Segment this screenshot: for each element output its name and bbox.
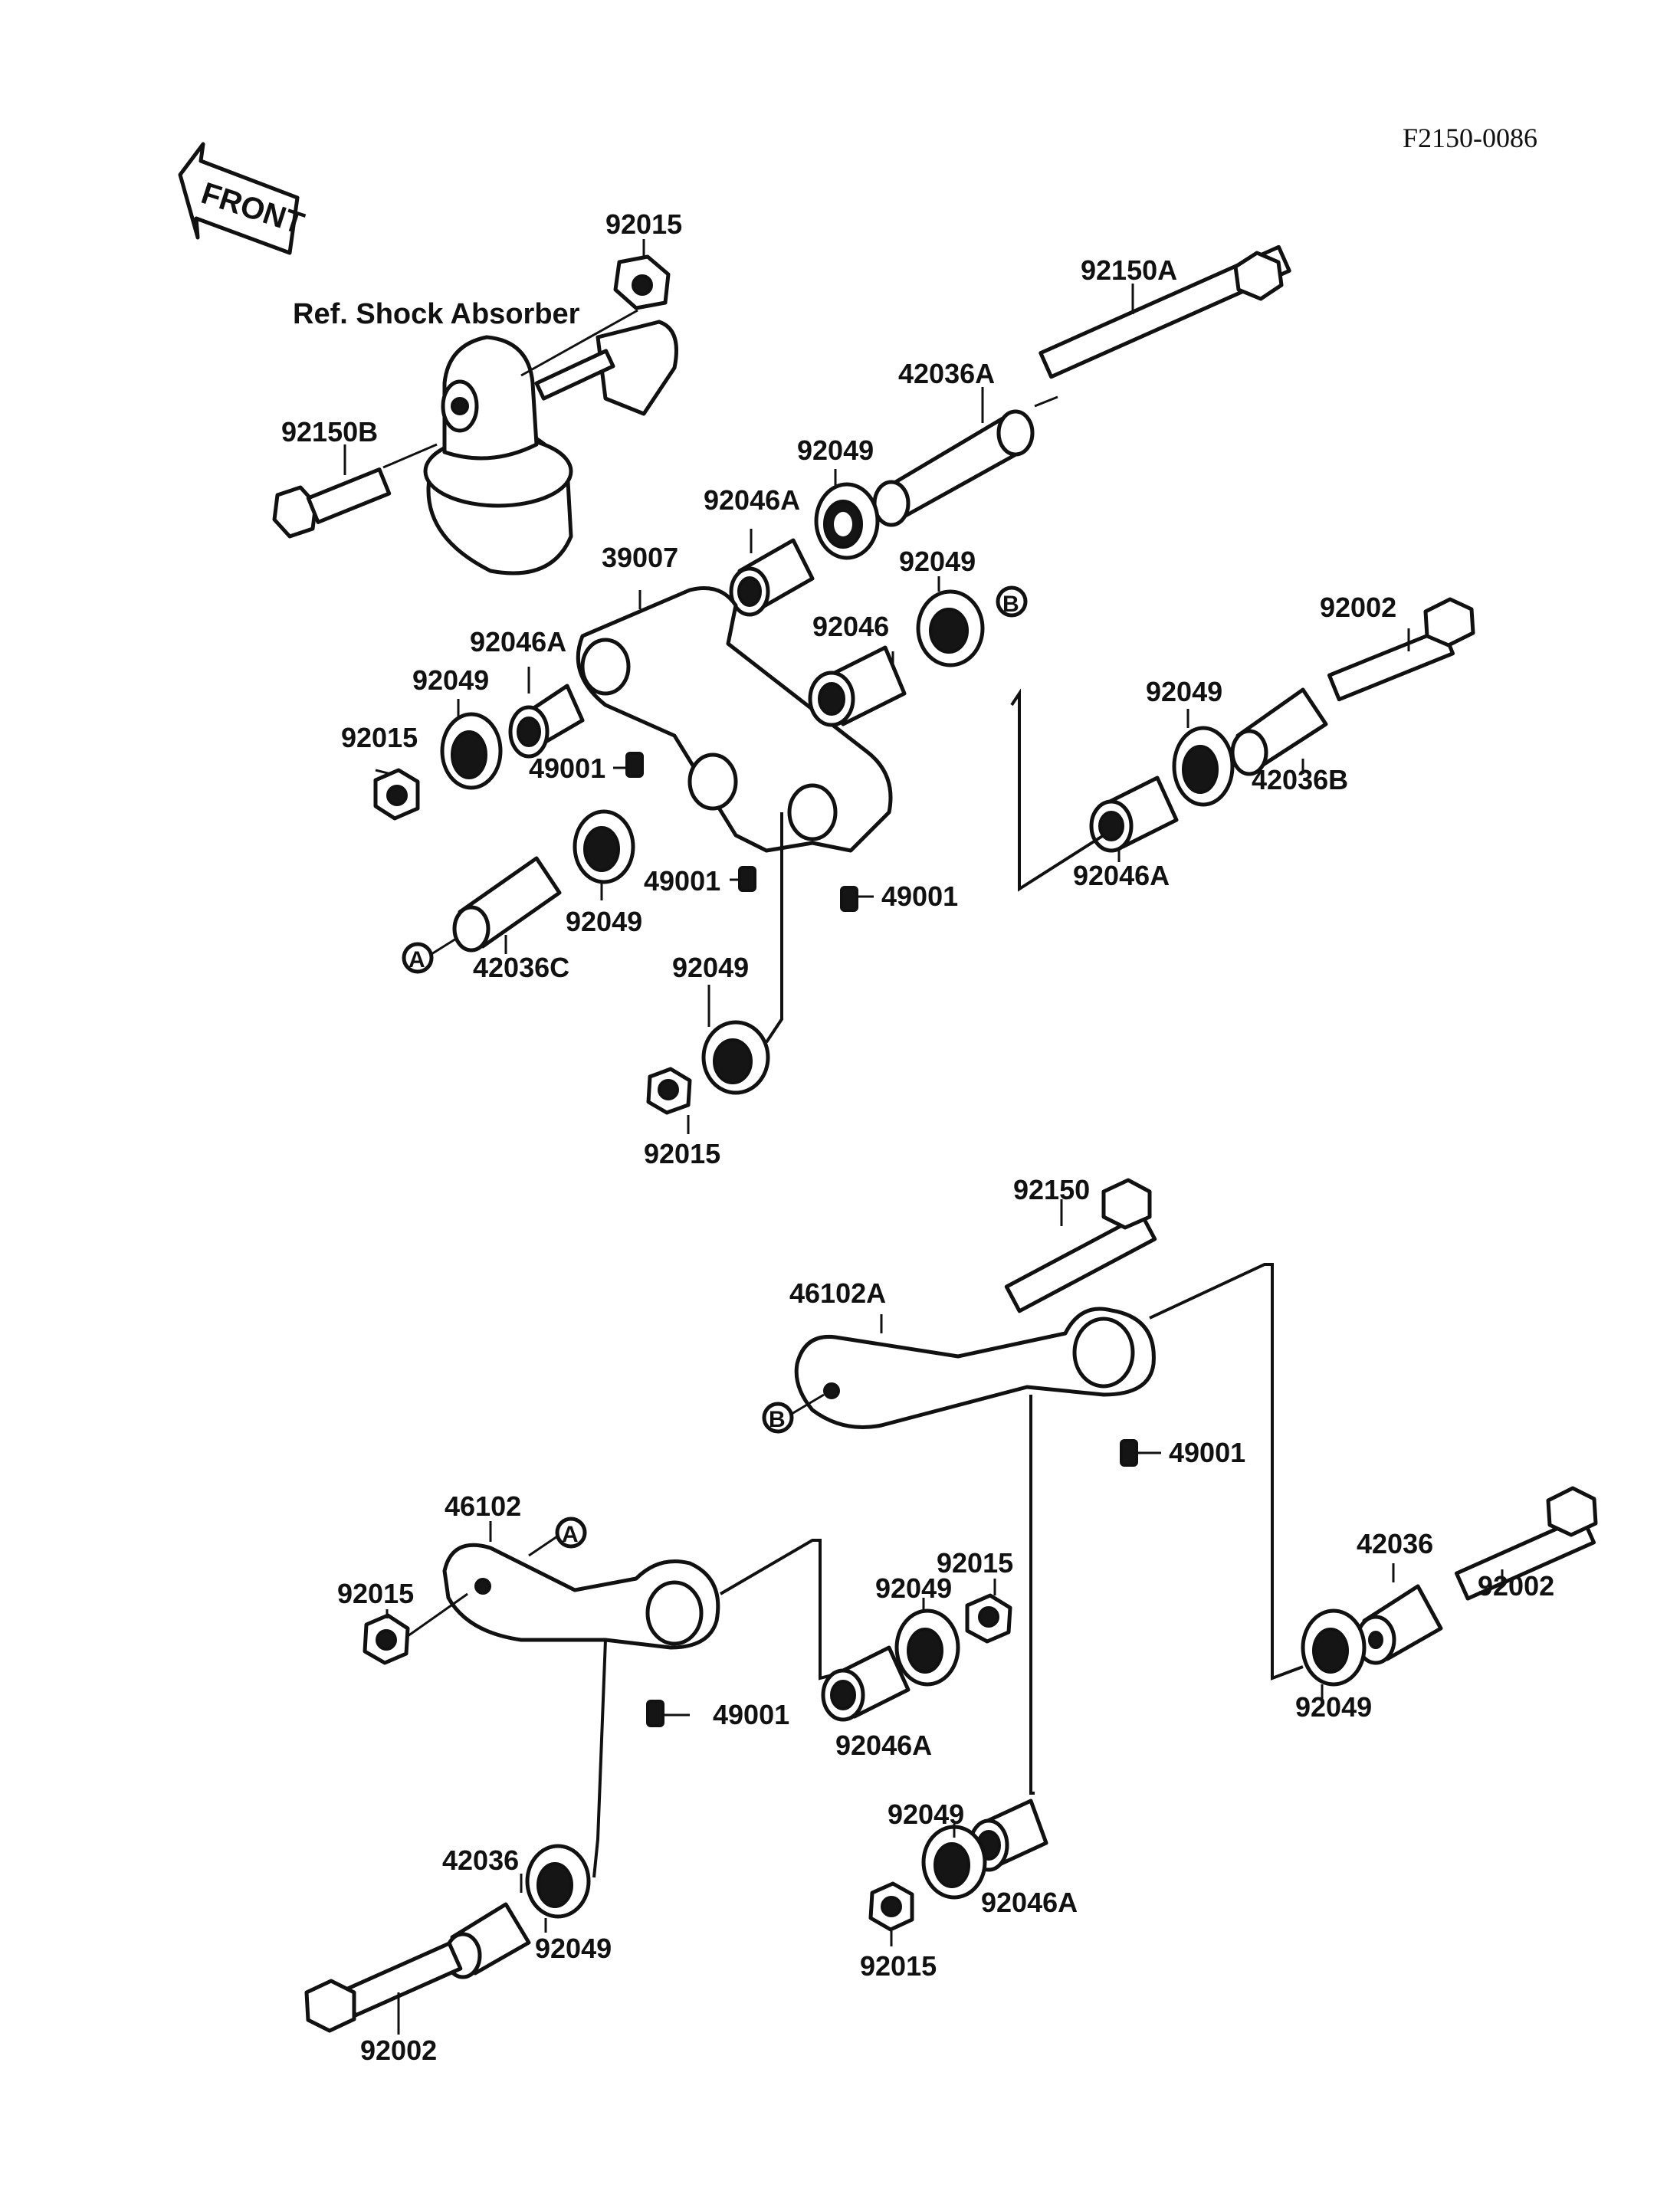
part-label: 46102A (789, 1277, 886, 1309)
part-label: 92150A (1081, 254, 1177, 286)
seal-92049-farright (1172, 726, 1235, 807)
collar-42036b (1230, 687, 1328, 776)
ref-shock-absorber-label: Ref. Shock Absorber (293, 298, 580, 330)
link-46102 (442, 1543, 720, 1650)
nut-92015-bottom (868, 1881, 914, 1932)
seal-92049-bottom-left (525, 1844, 591, 1919)
bolt-92002-bottom (304, 1941, 463, 2033)
part-label: 92049 (1295, 1691, 1372, 1723)
part-label: 49001 (713, 1699, 789, 1730)
seal-92049-lower (573, 809, 635, 884)
part-label: 92015 (341, 722, 418, 753)
grease-nipple-49001-e (646, 1700, 664, 1727)
part-label: 92015 (605, 208, 682, 240)
part-label: 39007 (602, 542, 678, 573)
part-label: 92046 (812, 611, 889, 642)
part-label: 42036 (1357, 1528, 1433, 1559)
bolt-92150a (1039, 244, 1291, 379)
part-label: 92049 (875, 1572, 952, 1604)
seal-92049-left (440, 712, 503, 790)
part-label: 92015 (937, 1547, 1013, 1579)
collar-42036-right (1355, 1584, 1443, 1665)
part-label: 92002 (360, 2035, 437, 2066)
part-label: 42036 (442, 1844, 519, 1876)
part-label: 49001 (644, 865, 720, 897)
link-46102a (794, 1307, 1156, 1429)
part-label: 92150B (281, 416, 378, 448)
part-label: 92046A (981, 1887, 1078, 1918)
part-label: 92015 (860, 1950, 937, 1982)
collar-42036a (872, 409, 1035, 527)
part-label: 92046A (470, 626, 566, 657)
nut-92015-top (613, 254, 671, 310)
part-label: 49001 (1169, 1437, 1245, 1468)
bolt-92150 (1004, 1178, 1157, 1313)
part-label: 92049 (535, 1933, 612, 1964)
part-label: 49001 (881, 880, 958, 912)
marker-a-lower: A (562, 1522, 579, 1547)
marker-b-lower: B (769, 1407, 786, 1432)
bearing-92046a-link (821, 1645, 911, 1722)
bolt-92002-right (1454, 1486, 1598, 1601)
grease-nipple-49001-c (840, 886, 858, 912)
part-label: 42036C (473, 952, 569, 983)
bolt-92002-upper (1327, 597, 1475, 702)
seal-92049-center (701, 1020, 770, 1095)
part-label: 92049 (566, 906, 642, 937)
nut-92015-center (646, 1067, 692, 1115)
part-label: 92046A (835, 1730, 932, 1761)
diagram-code: F2150-0086 (1403, 123, 1537, 153)
nut-92015-small (965, 1593, 1012, 1644)
seal-92049-bottom-right (1301, 1608, 1367, 1687)
nut-92015-left (373, 768, 420, 821)
marker-b-upper: B (1002, 592, 1019, 617)
part-label: 92046A (704, 484, 800, 516)
part-label: 42036B (1252, 764, 1348, 795)
seal-92049-right (916, 589, 985, 667)
part-label: 92046A (1073, 860, 1170, 891)
seal-92049-link (894, 1608, 960, 1687)
collar-42036c (452, 856, 562, 953)
bearing-92046a-bottom (968, 1799, 1048, 1872)
part-label: 92049 (672, 952, 749, 983)
part-label: 92049 (1146, 676, 1222, 707)
part-label: 46102 (445, 1490, 521, 1522)
part-label: 92150 (1013, 1174, 1090, 1205)
part-label: 92002 (1478, 1570, 1554, 1602)
part-label: 92049 (888, 1799, 964, 1830)
bearing-92046a-left (508, 684, 585, 759)
part-label: 92049 (899, 546, 976, 577)
bearing-92046a-upper (729, 538, 815, 617)
bearing-92046a-right (1089, 776, 1179, 853)
nut-92015-link-left (363, 1613, 410, 1665)
marker-a-upper: A (409, 947, 425, 972)
grease-nipple-49001-b (738, 866, 756, 892)
part-label: 92002 (1320, 592, 1396, 623)
part-label: 92049 (797, 434, 874, 466)
grease-nipple-49001-d (1120, 1439, 1138, 1467)
part-label: 92015 (337, 1578, 414, 1609)
bearing-92046 (808, 645, 907, 727)
part-label: 92049 (412, 664, 489, 696)
part-label: 49001 (529, 753, 605, 784)
bolt-92150b (272, 467, 392, 539)
seal-92049-upper (814, 482, 880, 560)
part-label: 42036A (898, 358, 995, 389)
grease-nipple-49001-a (625, 752, 644, 778)
rocker-arm-39007 (576, 586, 893, 853)
shock-absorber-icon (423, 320, 678, 575)
front-arrow-icon: FRONT (178, 142, 308, 255)
part-label: 92015 (644, 1138, 720, 1169)
